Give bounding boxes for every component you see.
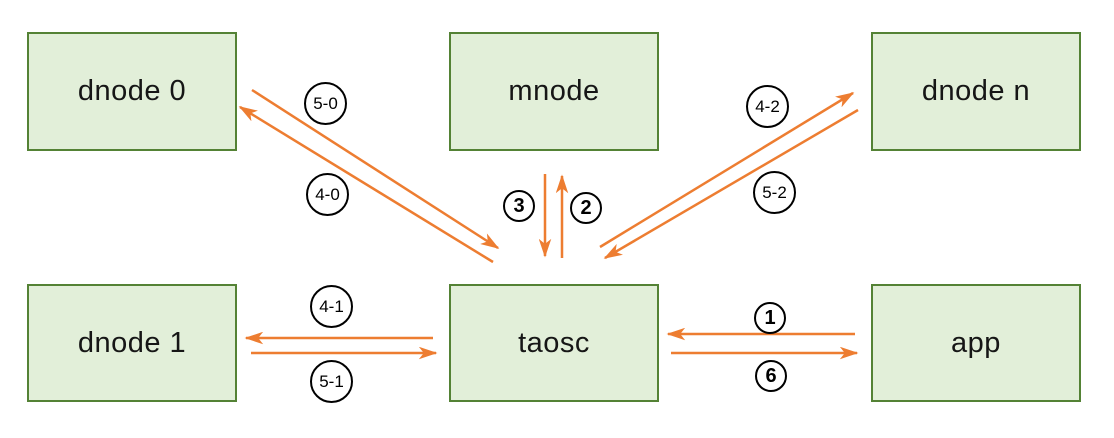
- edge-label-4-2-text: 4-2: [755, 96, 780, 116]
- edge-label-5-1: 5-1: [310, 360, 353, 403]
- edge-label-5-2-text: 5-2: [762, 182, 787, 202]
- edge-label-4-0: 4-0: [306, 173, 349, 216]
- node-dnode-0: dnode 0: [27, 32, 237, 151]
- edge-label-4-0-text: 4-0: [315, 184, 340, 204]
- node-dnode-1-label: dnode 1: [77, 326, 187, 359]
- edge-label-3: 3: [503, 190, 535, 222]
- edge-label-2: 2: [570, 192, 602, 224]
- node-taosc: taosc: [449, 284, 659, 402]
- node-app-label: app: [951, 326, 1001, 359]
- node-app: app: [871, 284, 1081, 402]
- edge-label-4-1: 4-1: [310, 285, 353, 328]
- node-dnode-1: dnode 1: [27, 284, 237, 402]
- arrow-taosc-to-dnoden: [599, 91, 855, 249]
- node-dnode-n: dnode n: [871, 32, 1081, 151]
- node-mnode-label: mnode: [508, 75, 600, 107]
- edge-label-1-text: 1: [764, 306, 776, 329]
- edge-label-1: 1: [754, 302, 786, 334]
- edge-label-3-text: 3: [513, 194, 525, 217]
- edge-label-5-0: 5-0: [304, 82, 347, 125]
- edge-label-6-text: 6: [765, 364, 777, 387]
- edge-label-5-2: 5-2: [753, 171, 796, 214]
- node-dnode-0-label: dnode 0: [77, 75, 187, 107]
- edge-label-4-1-text: 4-1: [319, 296, 344, 316]
- arrow-taosc-to-dnode0: [238, 105, 494, 264]
- node-taosc-label: taosc: [518, 326, 590, 359]
- edge-label-6: 6: [755, 360, 787, 392]
- edge-label-4-2: 4-2: [746, 85, 789, 128]
- arrow-dnode0-to-taosc: [251, 88, 500, 250]
- edge-label-5-0-text: 5-0: [313, 93, 338, 113]
- edge-label-2-text: 2: [580, 196, 592, 219]
- arrow-dnoden-to-taosc: [603, 108, 859, 260]
- node-mnode: mnode: [449, 32, 659, 151]
- edge-label-5-1-text: 5-1: [319, 371, 344, 391]
- node-dnode-n-label: dnode n: [921, 75, 1031, 107]
